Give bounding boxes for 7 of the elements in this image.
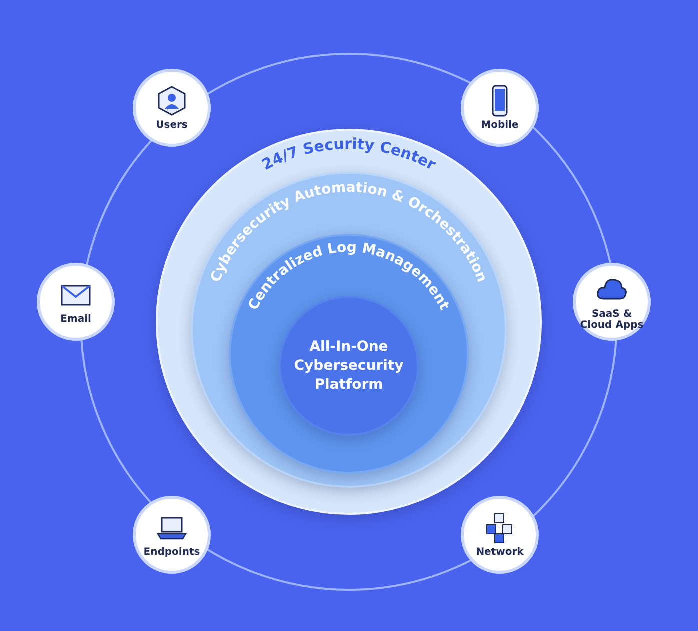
node-label: Endpoints <box>144 547 200 558</box>
node-label: Network <box>476 547 524 558</box>
node-label: SaaS & Cloud Apps <box>579 308 645 330</box>
node-label: Mobile <box>481 120 519 131</box>
core-label: All-In-One Cybersecurity Platform <box>294 338 404 394</box>
node-label: Users <box>156 120 188 131</box>
node-label: Email <box>60 314 92 325</box>
